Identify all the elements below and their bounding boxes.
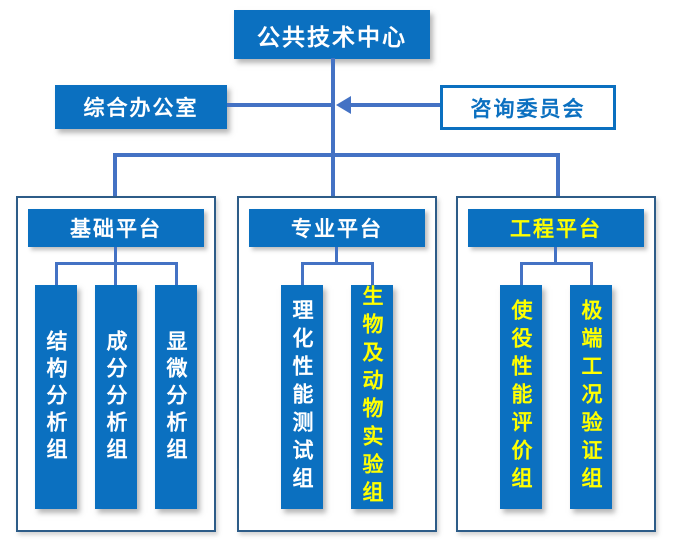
connector-child-drop — [55, 262, 58, 285]
connector-child-drop — [520, 262, 523, 285]
group-container-professional-platform: 专业平台 理化性能测试组 生物及动物实验组 — [237, 196, 437, 532]
node-service-performance-evaluation-group: 使役性能评价组 — [500, 285, 542, 509]
connector-group-stub — [335, 247, 338, 262]
node-label: 结构分析组 — [44, 329, 68, 465]
advisory-node: 咨询委员会 — [440, 85, 616, 130]
connector-group-stub — [114, 247, 117, 262]
connector-group-stub — [554, 247, 557, 262]
group-header-label: 专业平台 — [291, 217, 383, 241]
group-header-professional-platform: 专业平台 — [249, 209, 425, 247]
connector-group-bracket — [301, 262, 374, 265]
group-header-label: 基础平台 — [70, 217, 162, 241]
office-node-label: 综合办公室 — [83, 96, 199, 120]
node-composition-analysis-group: 成分分析组 — [95, 285, 137, 509]
connector-drop-left — [113, 153, 117, 197]
node-extreme-condition-verification-group: 极端工况验证组 — [570, 285, 612, 509]
connector-advisory-line — [350, 103, 440, 107]
root-node-label: 公共技术中心 — [257, 24, 407, 51]
node-label: 显微分析组 — [164, 329, 188, 465]
advisory-node-label: 咨询委员会 — [470, 96, 586, 121]
connector-root-vertical — [331, 58, 335, 156]
group-container-engineering-platform: 工程平台 使役性能评价组 极端工况验证组 — [456, 196, 656, 532]
node-microscopy-analysis-group: 显微分析组 — [155, 285, 197, 509]
connector-child-drop — [301, 262, 304, 285]
connector-child-drop — [371, 262, 374, 285]
group-header-label: 工程平台 — [510, 217, 602, 241]
connector-distribution-line — [113, 153, 560, 157]
connector-child-drop — [175, 262, 178, 285]
root-node: 公共技术中心 — [234, 10, 430, 59]
left-arrow-head-icon — [336, 96, 351, 114]
node-label: 生物及动物实验组 — [360, 285, 384, 509]
node-bio-animal-experiment-group: 生物及动物实验组 — [351, 285, 393, 509]
connector-drop-right — [556, 153, 560, 197]
connector-child-drop — [590, 262, 593, 285]
connector-office-line — [227, 103, 333, 107]
node-label: 成分分析组 — [104, 329, 128, 465]
node-structure-analysis-group: 结构分析组 — [35, 285, 77, 509]
group-header-engineering-platform: 工程平台 — [468, 209, 644, 247]
node-label: 理化性能测试组 — [290, 299, 314, 495]
group-header-basic-platform: 基础平台 — [28, 209, 204, 247]
node-physicochemical-testing-group: 理化性能测试组 — [281, 285, 323, 509]
node-label: 使役性能评价组 — [509, 299, 533, 495]
group-container-basic-platform: 基础平台 结构分析组 成分分析组 显微分析组 — [16, 196, 216, 532]
connector-drop-center — [331, 153, 335, 197]
office-node: 综合办公室 — [55, 85, 227, 129]
node-label: 极端工况验证组 — [579, 299, 603, 495]
connector-child-drop — [114, 262, 117, 285]
connector-group-bracket — [520, 262, 593, 265]
